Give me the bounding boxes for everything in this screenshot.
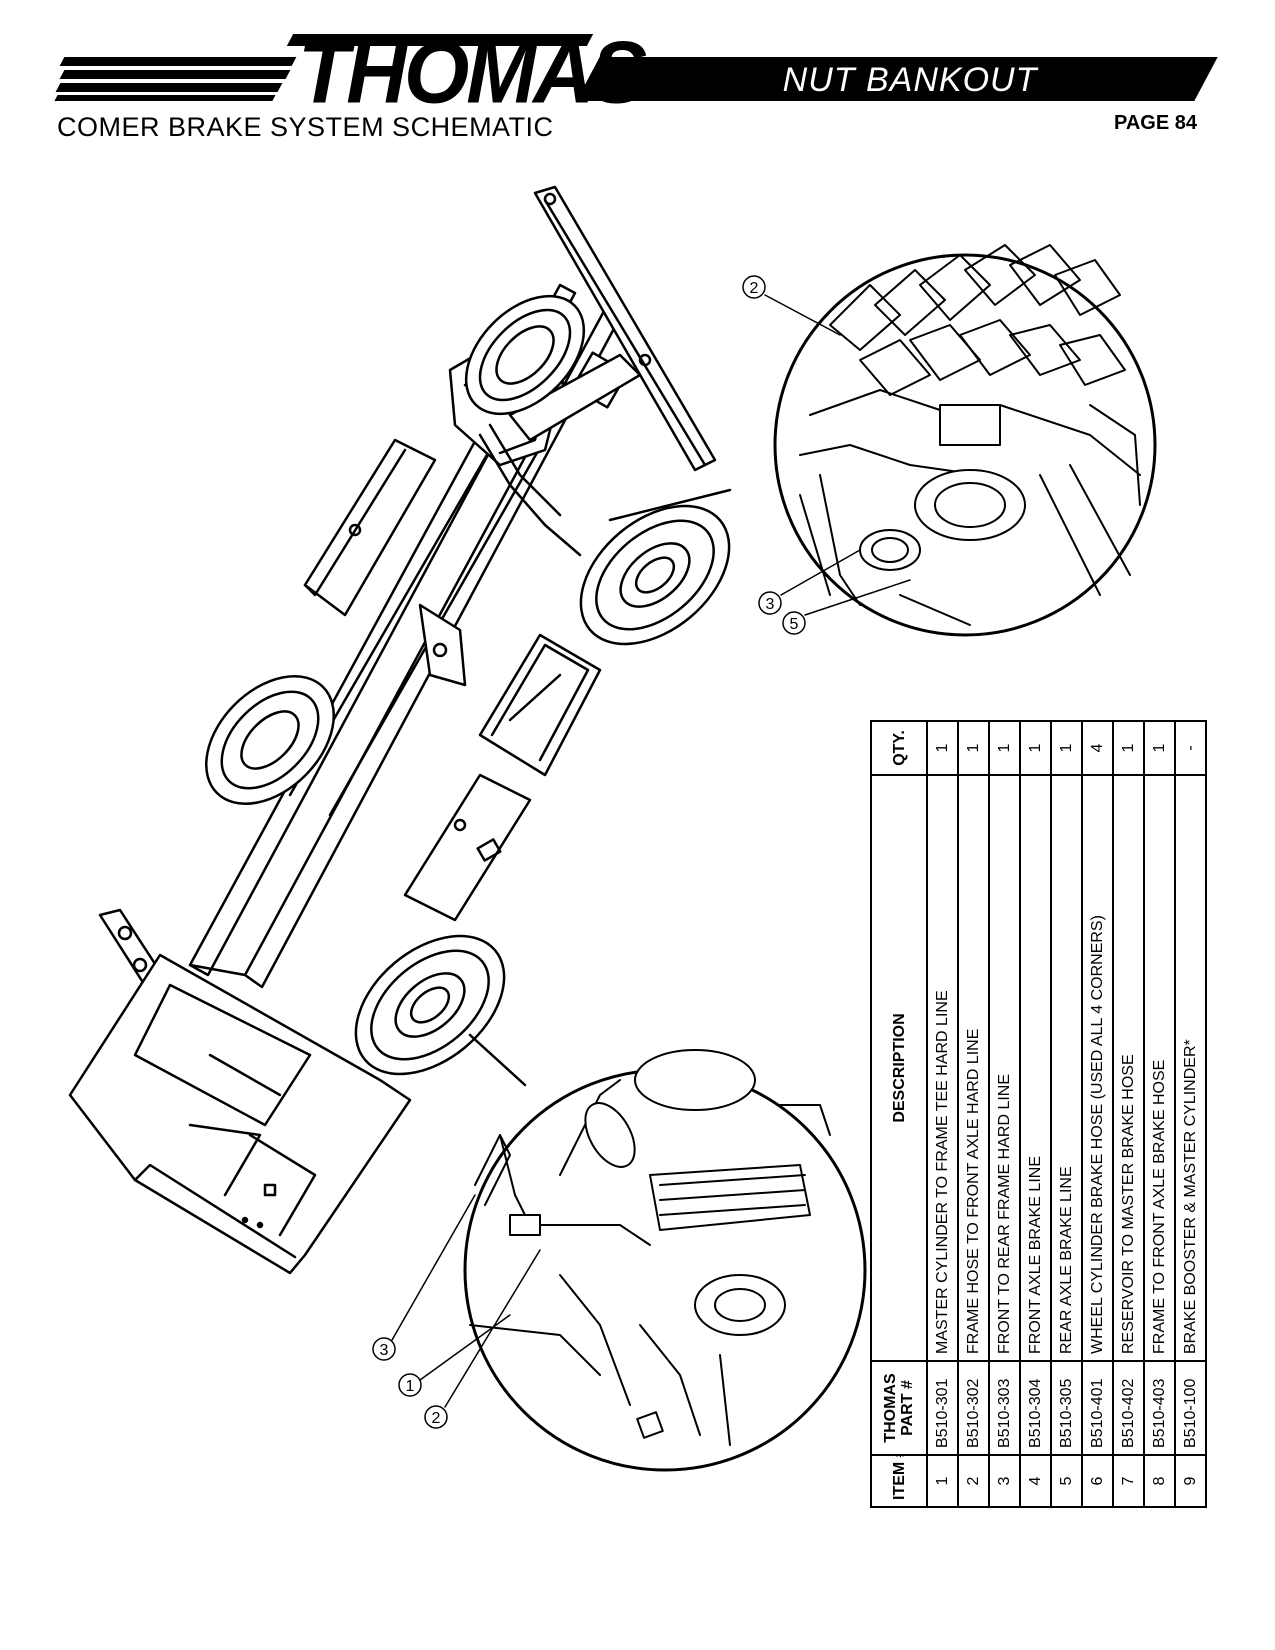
item-number: 9 [1175, 1455, 1206, 1507]
part-number: B510-402 [1113, 1361, 1144, 1455]
part-qty: - [1175, 721, 1206, 775]
table-row: 6 B510-401 WHEEL CYLINDER BRAKE HOSE (US… [1082, 721, 1113, 1507]
part-description: FRONT AXLE BRAKE LINE [1020, 775, 1051, 1361]
battery-box [478, 633, 602, 777]
part-qty: 1 [958, 721, 989, 775]
table-row: 5 B510-305 REAR AXLE BRAKE LINE 1 [1051, 721, 1082, 1507]
brand-logo: THOMAS [298, 22, 647, 122]
part-qty: 1 [927, 721, 958, 775]
front-bumper [533, 185, 717, 472]
chassis-schematic: 2 3 5 3 1 2 [68, 185, 1157, 1472]
part-qty: 1 [1113, 721, 1144, 775]
part-number: B510-305 [1051, 1361, 1082, 1455]
table-row: 3 B510-303 FRONT TO REAR FRAME HARD LINE… [989, 721, 1020, 1507]
table-header-row: ITEM # THOMAS PART # DESCRIPTION QTY. [871, 721, 927, 1507]
part-number: B510-302 [958, 1361, 989, 1455]
table-row: 4 B510-304 FRONT AXLE BRAKE LINE 1 [1020, 721, 1051, 1507]
item-number: 1 [927, 1455, 958, 1507]
callout-top-2: 3 [766, 596, 775, 613]
part-description: BRAKE BOOSTER & MASTER CYLINDER* [1175, 775, 1206, 1361]
part-qty: 1 [989, 721, 1020, 775]
parts-table: ITEM # THOMAS PART # DESCRIPTION QTY. 1 … [870, 720, 1207, 1508]
radiator [508, 353, 642, 442]
side-box-left [303, 438, 437, 617]
part-number: B510-403 [1144, 1361, 1175, 1455]
part-number: B510-303 [989, 1361, 1020, 1455]
page-title: COMER BRAKE SYSTEM SCHEMATIC [57, 112, 554, 142]
part-description: REAR AXLE BRAKE LINE [1051, 775, 1082, 1361]
rear-deck [68, 953, 412, 1275]
banner-stripe-left [59, 70, 291, 79]
part-description: MASTER CYLINDER TO FRAME TEE HARD LINE [927, 775, 958, 1361]
front-wheel-left [464, 294, 586, 416]
front-wheel-right [579, 504, 731, 646]
part-description: FRAME TO FRONT AXLE BRAKE HOSE [1144, 775, 1175, 1361]
banner-stripe-left [55, 83, 283, 92]
header-qty: QTY. [871, 721, 927, 775]
side-box-right [403, 773, 532, 922]
header-part: THOMAS PART # [871, 1361, 927, 1455]
detail-view-top [773, 244, 1157, 637]
table-row: 1 B510-301 MASTER CYLINDER TO FRAME TEE … [927, 721, 958, 1507]
banner-tag-text: NUT BANKOUT [782, 61, 1038, 99]
item-number: 3 [989, 1455, 1020, 1507]
part-number: B510-304 [1020, 1361, 1051, 1455]
page-header: THOMAS NUT BANKOUT COMER BRAKE SYSTEM SC… [0, 0, 1275, 160]
table-row: 8 B510-403 FRAME TO FRONT AXLE BRAKE HOS… [1144, 721, 1175, 1507]
item-number: 7 [1113, 1455, 1144, 1507]
page-number: PAGE 84 [1114, 112, 1197, 134]
leader-line-top [608, 488, 732, 522]
part-qty: 1 [1020, 721, 1051, 775]
item-number: 4 [1020, 1455, 1051, 1507]
part-number: B510-301 [927, 1361, 958, 1455]
item-number: 5 [1051, 1455, 1082, 1507]
table-row: 2 B510-302 FRAME HOSE TO FRONT AXLE HARD… [958, 721, 989, 1507]
callout-bottom-2: 1 [406, 1378, 415, 1395]
part-description: FRONT TO REAR FRAME HARD LINE [989, 775, 1020, 1361]
item-number: 6 [1082, 1455, 1113, 1507]
part-qty: 4 [1082, 721, 1113, 775]
leader-line-bottom [468, 1033, 527, 1087]
banner-stripe-left [59, 57, 297, 66]
header-description: DESCRIPTION [871, 775, 927, 1361]
part-description: RESERVOIR TO MASTER BRAKE HOSE [1113, 775, 1144, 1361]
table-row: 9 B510-100 BRAKE BOOSTER & MASTER CYLIND… [1175, 721, 1206, 1507]
callout-top-3: 5 [790, 616, 799, 633]
part-qty: 1 [1144, 721, 1175, 775]
part-qty: 1 [1051, 721, 1082, 775]
callout-bottom-1: 3 [380, 1342, 389, 1359]
rear-wheel-left [205, 675, 335, 805]
rear-wheel-right [354, 934, 506, 1076]
detail-view-bottom [463, 1049, 867, 1472]
callout-top-1: 2 [750, 280, 759, 297]
callout-bottom-3: 2 [432, 1410, 441, 1427]
banner-stripe-left [54, 95, 276, 101]
part-number: B510-100 [1175, 1361, 1206, 1455]
callouts: 2 3 5 3 1 2 [372, 275, 911, 1429]
table-row: 7 B510-402 RESERVOIR TO MASTER BRAKE HOS… [1113, 721, 1144, 1507]
header-item: ITEM # [871, 1455, 927, 1507]
part-description: FRAME HOSE TO FRONT AXLE HARD LINE [958, 775, 989, 1361]
item-number: 8 [1144, 1455, 1175, 1507]
part-description: WHEEL CYLINDER BRAKE HOSE (USED ALL 4 CO… [1082, 775, 1113, 1361]
mid-crossmember [418, 603, 467, 687]
part-number: B510-401 [1082, 1361, 1113, 1455]
item-number: 2 [958, 1455, 989, 1507]
